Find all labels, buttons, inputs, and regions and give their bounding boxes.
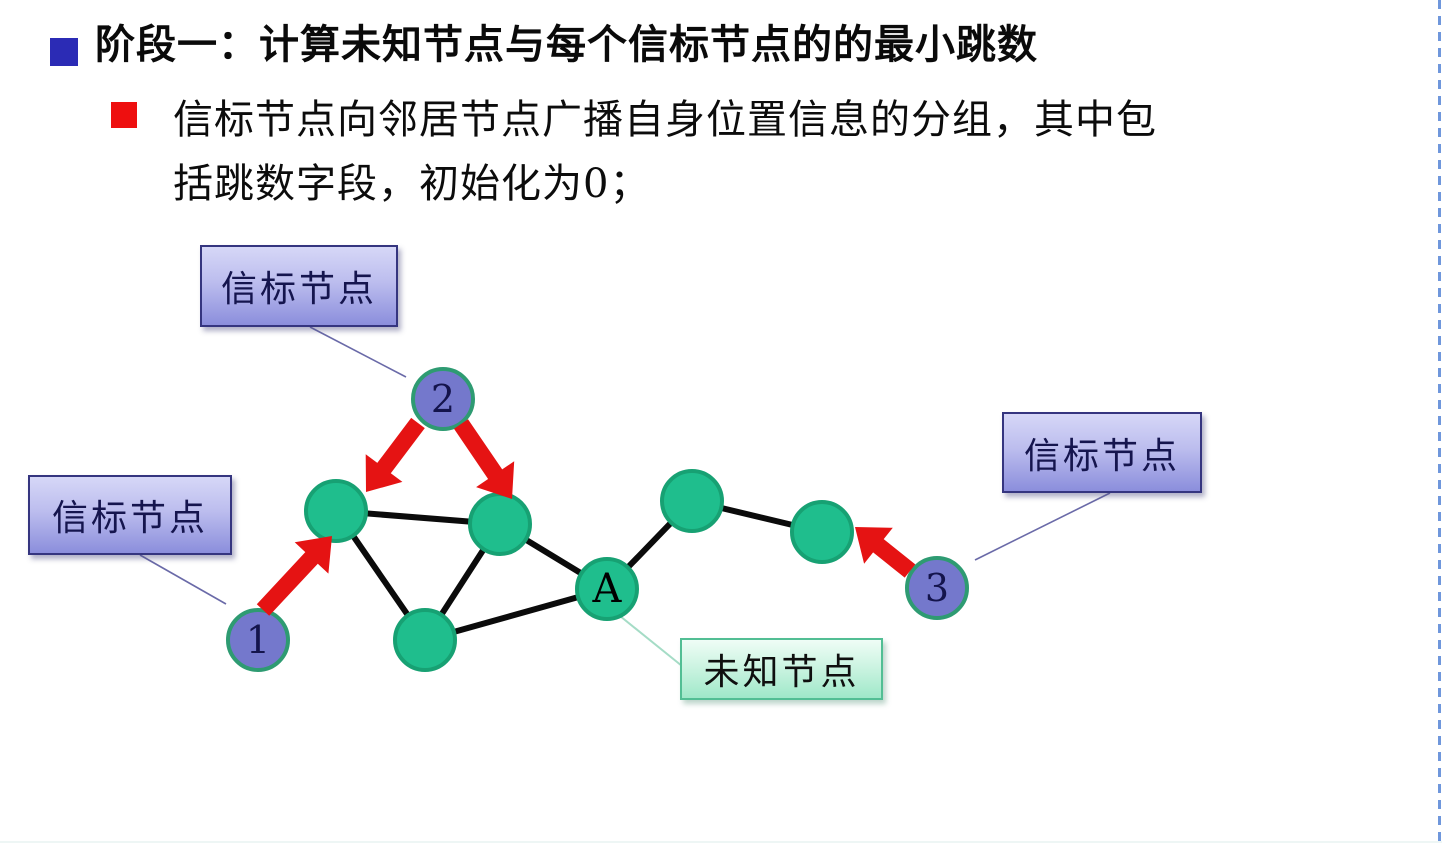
- node-sensor: [393, 608, 457, 672]
- title-bullet-icon: [50, 38, 78, 66]
- body-text: 信标节点向邻居节点广播自身位置信息的分组，其中包 括跳数字段，初始化为0；: [173, 88, 1157, 216]
- callout-leader-line: [139, 554, 227, 605]
- broadcast-arrow-icon: [256, 536, 332, 616]
- callout-label: 信标节点: [1023, 435, 1180, 477]
- callout-leader-line: [619, 615, 683, 667]
- callout-label: 信标节点: [51, 498, 208, 539]
- node-beacon-2: 2: [411, 367, 475, 431]
- slide-bottom-border: [0, 841, 1442, 843]
- node-sensor: [790, 500, 854, 564]
- body-text-line-2: 括跳数字段，初始化为0；: [173, 161, 651, 207]
- callout-unknown: 未知节点: [680, 638, 883, 700]
- callout-beacon-right: 信标节点: [1002, 412, 1202, 493]
- callout-leader-line: [309, 326, 407, 378]
- callout-label: 信标节点: [220, 269, 377, 310]
- broadcast-arrow-icon: [365, 417, 425, 492]
- callout-leader-line: [974, 492, 1111, 561]
- callout-label: 未知节点: [703, 652, 860, 693]
- body-text-line-1: 信标节点向邻居节点广播自身位置信息的分组，其中包: [173, 97, 1157, 143]
- node-sensor: [304, 479, 368, 543]
- node-label: 1: [245, 618, 271, 662]
- node-label: A: [592, 566, 622, 612]
- callout-beacon-top: 信标节点: [200, 245, 398, 327]
- body-bullet-icon: [111, 102, 137, 128]
- slide-title-row: 阶段一：计算未知节点与每个信标节点的的最小跳数: [50, 22, 1038, 68]
- node-sensor: [660, 469, 724, 533]
- node-label: 3: [924, 566, 950, 610]
- broadcast-arrow-icon: [855, 527, 916, 578]
- callout-beacon-left: 信标节点: [28, 475, 232, 555]
- node-beacon-1: 1: [226, 608, 290, 672]
- slide-right-dashed-border: [1438, 0, 1441, 843]
- node-sensor: [468, 492, 532, 556]
- node-label: 2: [430, 377, 456, 421]
- page-title: 阶段一：计算未知节点与每个信标节点的的最小跳数: [95, 21, 1038, 68]
- node-beacon-3: 3: [905, 556, 969, 620]
- broadcast-arrow-icon: [454, 419, 515, 499]
- slide-body-row: 信标节点向邻居节点广播自身位置信息的分组，其中包 括跳数字段，初始化为0；: [111, 88, 1157, 216]
- node-unknown-A: A: [575, 557, 639, 621]
